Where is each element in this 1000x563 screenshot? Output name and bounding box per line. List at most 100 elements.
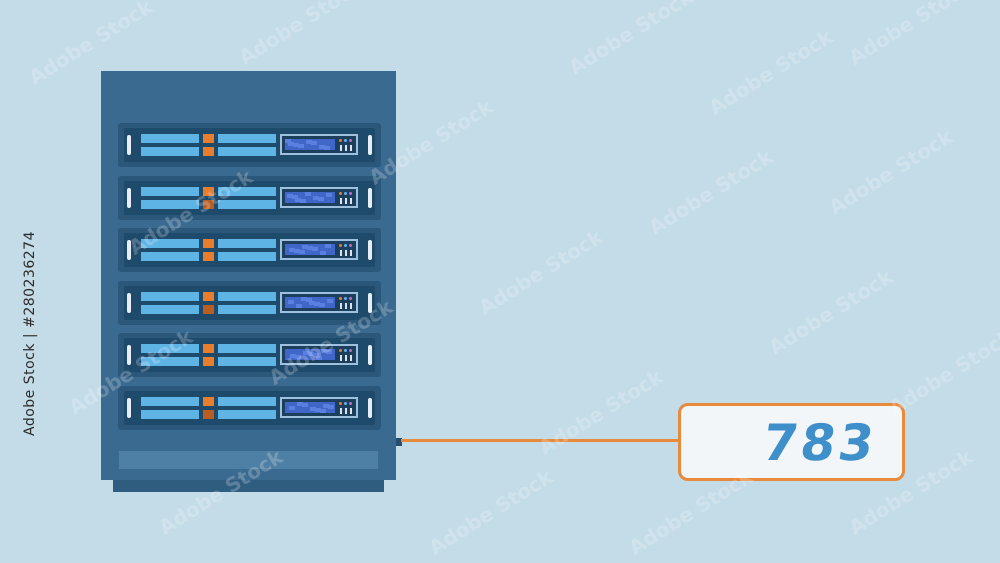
lcd-pixel xyxy=(320,409,326,413)
lcd-pixel xyxy=(327,298,333,303)
lcd-pixel xyxy=(288,142,294,146)
vent-line xyxy=(340,302,342,309)
drive-bay xyxy=(218,252,276,262)
server-unit xyxy=(118,228,381,273)
lcd-pixel xyxy=(292,194,298,199)
lcd-pixel xyxy=(296,303,302,308)
indicator-dot xyxy=(339,402,342,405)
handle-left xyxy=(127,187,131,208)
lcd-pixel xyxy=(313,353,319,358)
indicator-dot xyxy=(339,349,342,353)
network-cable xyxy=(401,439,679,442)
vent-line xyxy=(350,302,352,309)
lcd-screen xyxy=(285,139,335,150)
vent-line xyxy=(350,250,352,257)
vent-line xyxy=(350,408,352,414)
server-unit xyxy=(118,280,381,325)
drive-bay xyxy=(141,239,199,249)
lcd-pixel xyxy=(306,140,312,144)
drive-bay xyxy=(141,134,199,143)
status-led xyxy=(203,344,214,354)
lcd-pixel xyxy=(302,245,308,250)
lcd-pixel xyxy=(302,403,308,407)
watermark-logo: Adobe Stock xyxy=(474,224,607,320)
handle-left xyxy=(127,135,131,155)
server-unit-front xyxy=(124,128,375,162)
lcd-pixel xyxy=(319,302,325,307)
lcd-pixel xyxy=(298,144,304,148)
handle-right xyxy=(368,292,372,313)
status-led xyxy=(203,239,214,249)
handle-right xyxy=(368,345,372,366)
drive-bay xyxy=(218,199,276,209)
drive-bay xyxy=(141,357,199,367)
lcd-pixel xyxy=(325,244,331,249)
indicator-dot xyxy=(349,139,352,142)
lcd-pixel xyxy=(299,250,305,255)
watermark-logo: Adobe Stock xyxy=(234,0,367,70)
lcd-pixel xyxy=(320,251,326,256)
vent-line xyxy=(350,355,352,362)
lcd-pixel xyxy=(290,354,296,359)
handle-right xyxy=(368,135,372,155)
vent-line xyxy=(340,197,342,204)
indicator-dot xyxy=(344,402,347,405)
drive-bay xyxy=(218,410,276,419)
status-led xyxy=(203,357,214,367)
lcd-pixel xyxy=(287,193,293,198)
server-unit xyxy=(118,123,381,167)
lcd-pixel xyxy=(308,352,314,357)
vent-line xyxy=(345,250,347,257)
drive-bay xyxy=(218,239,276,249)
server-unit-front xyxy=(124,180,375,215)
indicator-dot xyxy=(344,191,347,195)
lcd-pixel xyxy=(315,408,321,412)
indicator-dot xyxy=(339,191,342,195)
lcd-pixel xyxy=(316,356,322,361)
lcd-pixel xyxy=(318,196,324,201)
lcd-pixel xyxy=(328,405,334,409)
lcd-pixel xyxy=(326,192,332,197)
lcd-pixel xyxy=(321,349,327,354)
lcd-pixel xyxy=(324,146,330,150)
server-unit-front xyxy=(124,391,375,425)
handle-left xyxy=(127,345,131,366)
server-unit-front xyxy=(124,338,375,373)
rack-foot xyxy=(113,480,384,492)
vent-line xyxy=(345,302,347,309)
drive-bay xyxy=(141,397,199,406)
drive-bay xyxy=(141,186,199,196)
rack-base-panel xyxy=(119,451,378,469)
lcd-pixel xyxy=(295,197,301,202)
lcd-pixel xyxy=(310,407,316,411)
lcd-display xyxy=(280,186,358,208)
lcd-pixel xyxy=(285,139,291,143)
drive-bay xyxy=(218,344,276,354)
watermark-logo: Adobe Stock xyxy=(824,124,957,220)
indicator-dot xyxy=(349,191,352,195)
watermark-id-text: Adobe Stock | #280236274 xyxy=(22,231,38,436)
lcd-display xyxy=(280,239,358,261)
indicator-dot xyxy=(339,139,342,142)
lcd-pixel xyxy=(300,198,306,203)
drive-bay xyxy=(218,304,276,314)
indicator-dot xyxy=(349,402,352,405)
lcd-pixel xyxy=(306,297,312,302)
watermark-logo: Adobe Stock xyxy=(534,364,667,460)
lcd-pixel xyxy=(314,301,320,306)
vent-line xyxy=(340,408,342,414)
vent-line xyxy=(345,197,347,204)
indicator-dot xyxy=(349,244,352,248)
drive-bay xyxy=(218,397,276,406)
handle-right xyxy=(368,240,372,261)
lcd-screen xyxy=(285,402,335,413)
status-led xyxy=(203,304,214,314)
counter-box: 783 xyxy=(678,403,905,481)
rack-cable-port xyxy=(396,438,402,446)
vent-line xyxy=(345,408,347,414)
watermark-logo: Adobe Stock xyxy=(644,144,777,240)
drive-bay xyxy=(218,134,276,143)
indicator-dot xyxy=(339,296,342,300)
drive-bay xyxy=(141,304,199,314)
server-rack xyxy=(101,71,402,492)
